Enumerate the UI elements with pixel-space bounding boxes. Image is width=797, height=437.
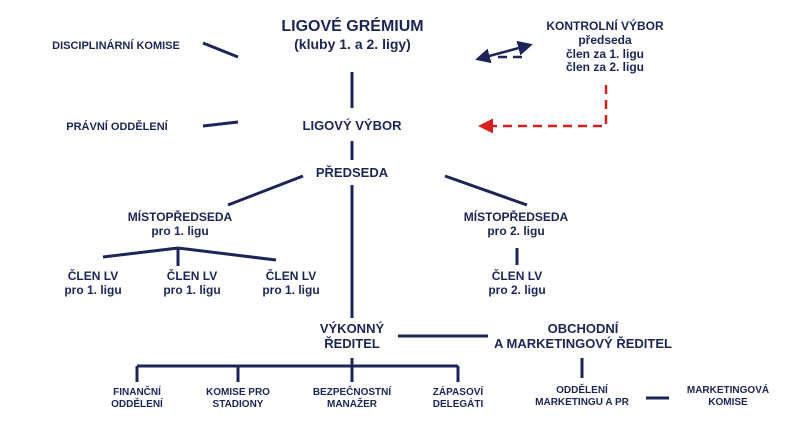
line-mp1-clen-a: [102, 246, 179, 259]
line-predseda-mistopredseda-1: [227, 174, 304, 207]
predseda-label: PŘEDSEDA: [315, 165, 389, 180]
zapasovi-delegati-line1: ZÁPASOVÍ: [432, 387, 484, 398]
obchodni-reditel-line1: OBCHODNÍ: [547, 321, 619, 336]
clen-lv-1c-title: ČLEN LV: [265, 269, 317, 283]
kontrolni-vybor-predseda: předseda: [578, 32, 632, 47]
financni-oddeleni-line1: FINANČNÍ: [113, 387, 161, 398]
kontrolni-vybor-clen-1: člen za 1. ligu: [565, 46, 645, 61]
node-kontrolni-vybor: KONTROLNÍ VÝBOR předseda člen za 1. ligu…: [530, 19, 680, 75]
node-clen-lv-1c: ČLEN LV pro 1. ligu: [246, 269, 336, 298]
node-ligovy-vybor: LIGOVÝ VÝBOR: [290, 118, 414, 134]
komise-pro-stadiony-line2: STADIONY: [212, 398, 264, 410]
clen-lv-1b-subtitle: pro 1. ligu: [163, 282, 221, 297]
disciplinarni-komise-label: DISCIPLINÁRNÍ KOMISE: [52, 40, 180, 52]
ligove-gremium-subtitle: (kluby 1. a 2. ligy): [294, 36, 411, 53]
mistopredseda-1-subtitle: pro 1. ligu: [151, 223, 209, 238]
node-obchodni-reditel: OBCHODNÍ A MARKETINGOVÝ ŘEDITEL: [478, 321, 688, 352]
obchodni-reditel-line2: A MARKETINGOVÝ ŘEDITEL: [494, 335, 672, 351]
pravni-oddeleni-label: PRÁVNÍ ODDĚLENÍ: [66, 121, 168, 133]
clen-lv-1c-subtitle: pro 1. ligu: [262, 282, 320, 297]
dashed-red-arrow-kontrolni-ligovy-vybor: [478, 85, 608, 134]
ligovy-vybor-label: LIGOVÝ VÝBOR: [302, 118, 402, 133]
komise-pro-stadiony-line1: KOMISE PRO: [206, 387, 270, 398]
node-mistopredseda-2: MÍSTOPŘEDSEDA pro 2. ligu: [446, 210, 586, 239]
bezpecnostni-manazer-line2: MANAŽER: [327, 398, 377, 410]
node-pravni-oddeleni: PRÁVNÍ ODDĚLENÍ: [42, 121, 192, 134]
line-predseda-mistopredseda-2: [444, 174, 528, 207]
node-bezpecnostni-manazer: BEZPEČNOSTNÍ MANAŽER: [297, 387, 407, 410]
node-financni-oddeleni: FINANČNÍ ODDĚLENÍ: [92, 387, 182, 410]
oddeleni-marketingu-line2: MARKETINGU A PR: [535, 396, 629, 408]
vykonny-reditel-line2: ŘEDITEL: [324, 335, 380, 351]
node-mistopredseda-1: MÍSTOPŘEDSEDA pro 1. ligu: [110, 210, 250, 239]
node-disciplinarni-komise: DISCIPLINÁRNÍ KOMISE: [30, 40, 202, 53]
line-pravni-ligovy-vybor: [202, 120, 239, 128]
arrow-gremium-kontrolni: [475, 40, 533, 64]
node-komise-pro-stadiony: KOMISE PRO STADIONY: [188, 387, 288, 410]
clen-lv-1a-subtitle: pro 1. ligu: [64, 282, 122, 297]
ligove-gremium-title: LIGOVÉ GRÉMIUM: [281, 18, 424, 35]
zapasovi-delegati-line2: DELEGÁTI: [432, 398, 484, 410]
mistopredseda-1-title: MÍSTOPŘEDSEDA: [127, 210, 233, 224]
clen-lv-1a-title: ČLEN LV: [67, 269, 119, 283]
clen-lv-2-subtitle: pro 2. ligu: [488, 282, 546, 297]
node-predseda: PŘEDSEDA: [300, 165, 404, 181]
clen-lv-1b-title: ČLEN LV: [166, 269, 218, 283]
node-marketingova-komise: MARKETINGOVÁ KOMISE: [668, 385, 788, 408]
oddeleni-marketingu-line1: ODDĚLENÍ: [556, 385, 608, 396]
financni-oddeleni-line2: ODDĚLENÍ: [111, 398, 163, 410]
node-vykonny-reditel: VÝKONNÝ ŘEDITEL: [300, 321, 404, 352]
node-clen-lv-1a: ČLEN LV pro 1. ligu: [48, 269, 138, 298]
clen-lv-2-title: ČLEN LV: [491, 269, 543, 283]
line-disciplinarni-gremium: [202, 41, 239, 59]
mistopredseda-2-title: MÍSTOPŘEDSEDA: [463, 210, 569, 224]
kontrolni-vybor-clen-2: člen za 2. ligu: [565, 60, 645, 75]
bezpecnostni-manazer-line1: BEZPEČNOSTNÍ: [312, 387, 392, 398]
line-mp1-clen-c: [177, 246, 277, 262]
mistopredseda-2-subtitle: pro 2. ligu: [487, 223, 545, 238]
vykonny-reditel-line1: VÝKONNÝ: [319, 321, 385, 336]
node-zapasovi-delegati: ZÁPASOVÍ DELEGÁTI: [413, 387, 503, 410]
kontrolni-vybor-title: KONTROLNÍ VÝBOR: [546, 19, 664, 33]
node-clen-lv-2: ČLEN LV pro 2. ligu: [472, 269, 562, 298]
node-ligove-gremium: LIGOVÉ GRÉMIUM (kluby 1. a 2. ligy): [250, 18, 455, 52]
node-oddeleni-marketingu: ODDĚLENÍ MARKETINGU A PR: [517, 385, 647, 408]
node-clen-lv-1b: ČLEN LV pro 1. ligu: [147, 269, 237, 298]
marketingova-komise-line1: MARKETINGOVÁ: [686, 385, 770, 396]
marketingova-komise-line2: KOMISE: [708, 396, 748, 408]
